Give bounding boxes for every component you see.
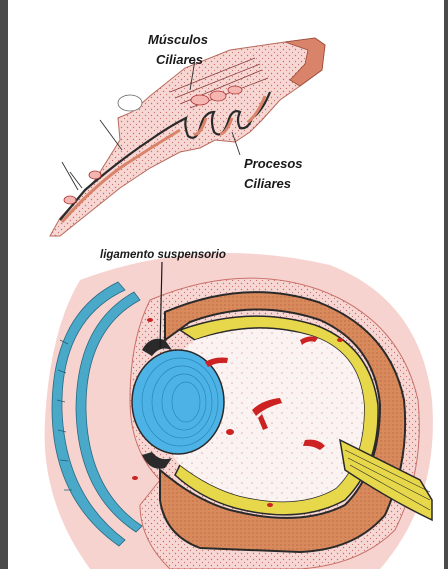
eye-cross-section	[44, 253, 433, 569]
label-procesos-line1: Procesos	[244, 156, 303, 171]
ciliary-muscle-fibers	[169, 57, 269, 109]
ciliary-outer-band	[284, 37, 326, 87]
label-musculos-line1: Músculos	[148, 32, 208, 47]
ciliary-vessel-hole	[117, 94, 143, 112]
ciliary-inner-red-line	[60, 95, 267, 223]
right-frame-border	[444, 0, 448, 569]
lens-rings	[141, 357, 219, 447]
cornea-inner-band	[75, 291, 143, 533]
optic-nerve-fibers	[344, 449, 431, 511]
label-procesos-line2: Ciliares	[244, 176, 291, 191]
iris-upper	[142, 338, 172, 356]
left-frame-border	[0, 0, 8, 569]
label-musculos-line2: Ciliares	[156, 52, 203, 67]
ligament-pointer-line	[159, 261, 163, 349]
iris-lower	[142, 452, 172, 469]
cornea-hatch	[56, 339, 72, 491]
choroid-layer	[159, 291, 407, 554]
ciliary-vessels	[63, 85, 243, 205]
ciliary-processes-folds	[59, 91, 272, 221]
ciliary-body-drawing	[49, 37, 326, 237]
ciliary-body-tissue	[49, 37, 326, 237]
ciliary-pointer-lines	[61, 59, 241, 191]
optic-nerve	[339, 438, 433, 522]
label-ligamento-suspensorio: ligamento suspensorio	[100, 249, 226, 261]
cornea-outer-band	[51, 281, 126, 547]
lens	[131, 349, 225, 455]
retinal-vessels	[132, 318, 343, 507]
